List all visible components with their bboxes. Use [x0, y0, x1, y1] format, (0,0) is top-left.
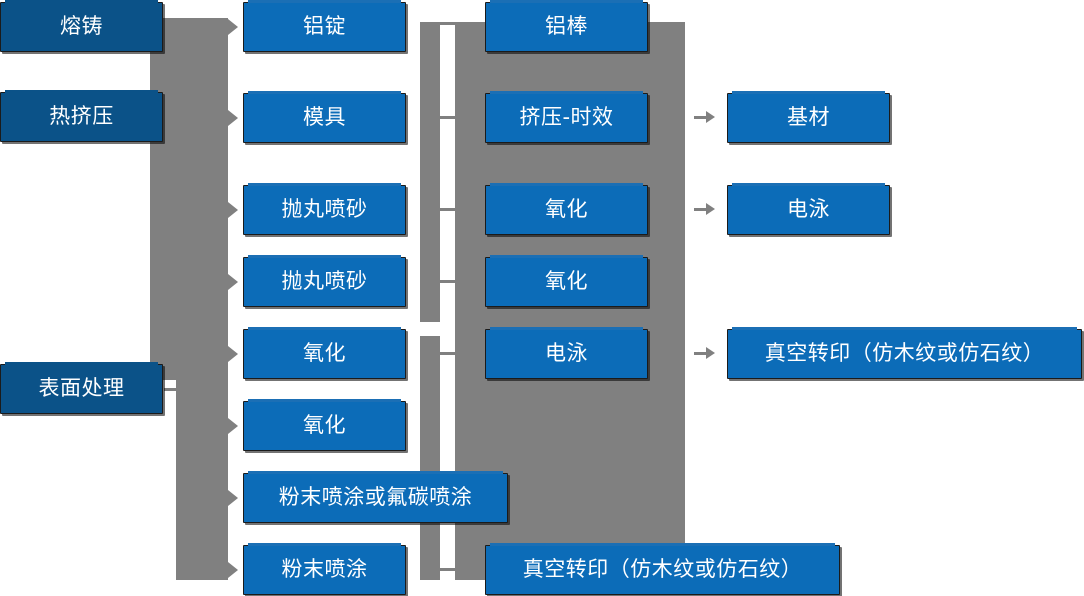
mid-link-2 — [437, 116, 458, 119]
process-box-oxidation-3[interactable]: 氧化 — [485, 183, 648, 235]
trunk-arrow-7 — [228, 490, 238, 506]
left-trunk-lower — [176, 380, 228, 580]
process-label-bar: 铝棒 — [545, 14, 588, 39]
right-arrow-1 — [706, 111, 715, 123]
stage-chain-notch-2 — [72, 336, 86, 347]
output-box-substrate[interactable]: 基材 — [727, 91, 890, 143]
mid-rail-narrow-upper — [420, 22, 440, 322]
trunk-arrow-4 — [228, 274, 238, 290]
process-label-oxidation-4: 氧化 — [545, 269, 588, 294]
process-label-powder-fluoro: 粉末喷涂或氟碳喷涂 — [278, 485, 473, 510]
stage-chain-notch-1 — [72, 72, 86, 83]
stage-box-extrude[interactable]: 热挤压 — [0, 90, 163, 142]
right-stem-2 — [694, 208, 708, 211]
mid-link-4 — [437, 280, 458, 283]
trunk-arrow-5 — [228, 346, 238, 362]
output-label-vacuum: 真空转印（仿木纹或仿石纹） — [764, 341, 1045, 366]
process-label-oxidation-2: 氧化 — [303, 413, 346, 438]
mid-link-6 — [437, 568, 458, 571]
process-label-ingot: 铝锭 — [303, 14, 346, 39]
process-box-powder[interactable]: 粉末喷涂 — [243, 543, 406, 595]
process-box-oxidation-2[interactable]: 氧化 — [243, 399, 406, 451]
process-box-extrude-age[interactable]: 挤压-时效 — [485, 91, 648, 143]
process-box-ingot[interactable]: 铝锭 — [243, 0, 406, 52]
process-label-vacuum-1: 真空转印（仿木纹或仿石纹） — [522, 557, 803, 582]
process-box-electro-1[interactable]: 电泳 — [485, 327, 648, 379]
stage-label-extrude: 热挤压 — [49, 104, 114, 129]
stage-label-melting: 熔铸 — [60, 14, 103, 39]
process-box-bar[interactable]: 铝棒 — [485, 0, 648, 52]
process-label-oxidation-3: 氧化 — [545, 197, 588, 222]
right-arrow-3 — [706, 347, 715, 359]
process-box-shotblast-1[interactable]: 抛丸喷砂 — [243, 183, 406, 235]
process-label-oxidation-1: 氧化 — [303, 341, 346, 366]
process-box-powder-fluoro[interactable]: 粉末喷涂或氟碳喷涂 — [243, 471, 508, 523]
stage-box-surface[interactable]: 表面处理 — [0, 362, 163, 414]
trunk-arrow-1 — [228, 19, 238, 35]
right-stem-1 — [694, 116, 708, 119]
process-box-oxidation-1[interactable]: 氧化 — [243, 327, 406, 379]
mid-rail-narrow-lower — [420, 336, 440, 580]
mid-link-3 — [437, 208, 458, 211]
right-stem-3 — [694, 352, 708, 355]
output-label-substrate: 基材 — [787, 105, 830, 130]
output-box-vacuum[interactable]: 真空转印（仿木纹或仿石纹） — [727, 327, 1082, 379]
surface-stage-stub — [164, 388, 186, 391]
process-box-shotblast-2[interactable]: 抛丸喷砂 — [243, 255, 406, 307]
process-label-powder: 粉末喷涂 — [281, 557, 368, 582]
process-label-shotblast-2: 抛丸喷砂 — [281, 269, 368, 294]
trunk-arrow-3 — [228, 202, 238, 218]
process-label-electro-1: 电泳 — [545, 341, 588, 366]
stage-box-melting[interactable]: 熔铸 — [0, 0, 163, 52]
mid-band-slot — [440, 26, 455, 318]
trunk-arrow-8 — [228, 562, 238, 578]
mid-link-5 — [437, 352, 458, 355]
process-label-shotblast-1: 抛丸喷砂 — [281, 197, 368, 222]
left-trunk-upper — [150, 18, 228, 380]
process-box-vacuum-1[interactable]: 真空转印（仿木纹或仿石纹） — [485, 543, 840, 595]
mid-band-slot-lower — [440, 326, 455, 576]
output-label-electro: 电泳 — [787, 197, 830, 222]
process-box-mould[interactable]: 模具 — [243, 91, 406, 143]
right-arrow-2 — [706, 203, 715, 215]
process-label-mould: 模具 — [303, 105, 346, 130]
process-box-oxidation-4[interactable]: 氧化 — [485, 255, 648, 307]
trunk-arrow-6 — [228, 418, 238, 434]
trunk-arrow-2 — [228, 110, 238, 126]
stage-label-surface: 表面处理 — [38, 376, 125, 401]
process-label-extrude-age: 挤压-时效 — [519, 105, 614, 130]
mid-link-1 — [437, 22, 458, 25]
output-box-electro[interactable]: 电泳 — [727, 183, 890, 235]
